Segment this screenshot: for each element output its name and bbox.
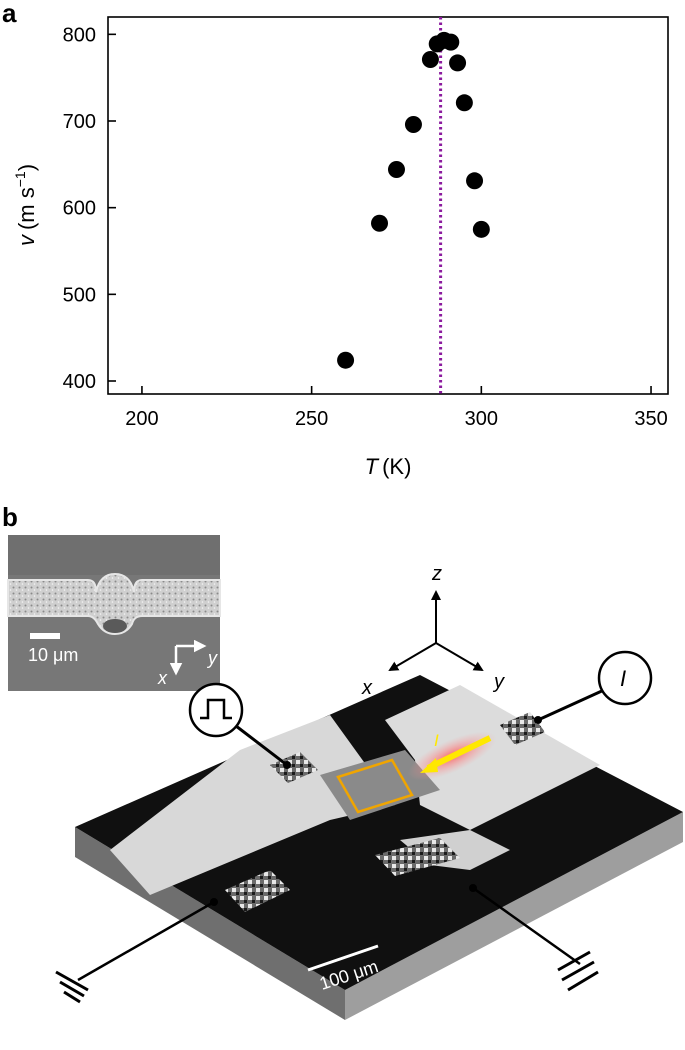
current-source-label: I	[620, 666, 626, 691]
data-point	[466, 172, 484, 190]
ground-right-icon	[557, 950, 591, 972]
y-tick-label: 400	[63, 371, 96, 393]
current-arrow	[426, 735, 492, 771]
contact-ground-right	[375, 838, 460, 876]
coordinate-axes: z x y	[361, 563, 505, 699]
x-tick-label: 200	[125, 408, 158, 430]
pulse-source	[188, 682, 291, 769]
inset-micrograph: 10 μm y x	[7, 535, 221, 691]
electrode-right	[385, 685, 600, 830]
panel-a-label: a	[2, 0, 17, 28]
data-point	[404, 115, 422, 133]
inset-x-axis-label: x	[157, 668, 168, 688]
region-highlight-box	[336, 758, 414, 814]
data-point	[337, 351, 355, 369]
data-point	[387, 161, 405, 179]
y-axis-label: v (m s−1)	[12, 164, 39, 246]
inset-scale-bar	[30, 633, 60, 639]
y-tick-label: 700	[63, 111, 96, 133]
data-point	[421, 50, 439, 68]
current-source: I	[534, 650, 653, 724]
data-point	[371, 214, 389, 232]
pulse-icon	[200, 698, 232, 720]
axis-y-label: y	[492, 671, 505, 693]
y-axis-unit: (m s	[14, 187, 39, 230]
data-point	[449, 54, 467, 72]
current-label-on-device: I	[434, 731, 439, 750]
x-ticks: 200 250 300 350	[125, 386, 668, 430]
data-point	[442, 33, 460, 51]
y-tick-label: 600	[63, 198, 96, 220]
contact-current	[500, 712, 545, 745]
x-axis-label: T(K)	[365, 454, 412, 479]
inset-y-axis-label: y	[206, 648, 218, 668]
substrate-block: I 100 μm	[75, 675, 683, 1020]
ground-left	[55, 898, 218, 1004]
data-point	[455, 94, 473, 112]
x-axis-unit: (K)	[382, 454, 411, 479]
axis-z-label: z	[431, 563, 442, 585]
electrode-left	[110, 715, 395, 895]
data-point	[472, 220, 490, 238]
data-points	[337, 31, 490, 369]
y-axis-unit-exponent: −1	[12, 171, 28, 187]
ground-right	[469, 884, 599, 992]
device-figure: 10 μm y x z x y I 100 μm	[7, 535, 683, 1020]
inset-scale-label: 10 μm	[28, 645, 78, 665]
x-tick-label: 250	[295, 408, 328, 430]
current-source-circle	[597, 650, 653, 706]
plot-frame	[107, 16, 669, 395]
ground-left-icon	[55, 970, 89, 992]
panel-b-label: b	[2, 502, 18, 532]
contact-ground-left	[225, 870, 290, 912]
y-axis-variable: v	[14, 233, 39, 246]
scale-bar	[307, 944, 379, 972]
y-ticks: 400 500 600 700 800	[63, 24, 116, 393]
contact-pulse	[270, 752, 318, 783]
y-tick-label: 500	[63, 284, 96, 306]
x-tick-label: 350	[634, 408, 667, 430]
current-arrow-head	[420, 758, 438, 773]
y-tick-label: 800	[63, 24, 96, 46]
axis-x-label: x	[361, 677, 373, 699]
velocity-temperature-chart: 200 250 300 350 400 500 600 700 800 T(K) v (m s−…	[12, 16, 669, 479]
x-tick-label: 300	[465, 408, 498, 430]
pulse-source-circle	[188, 682, 244, 738]
x-axis-variable: T	[365, 454, 380, 479]
y-axis-unit-close: )	[14, 164, 39, 171]
